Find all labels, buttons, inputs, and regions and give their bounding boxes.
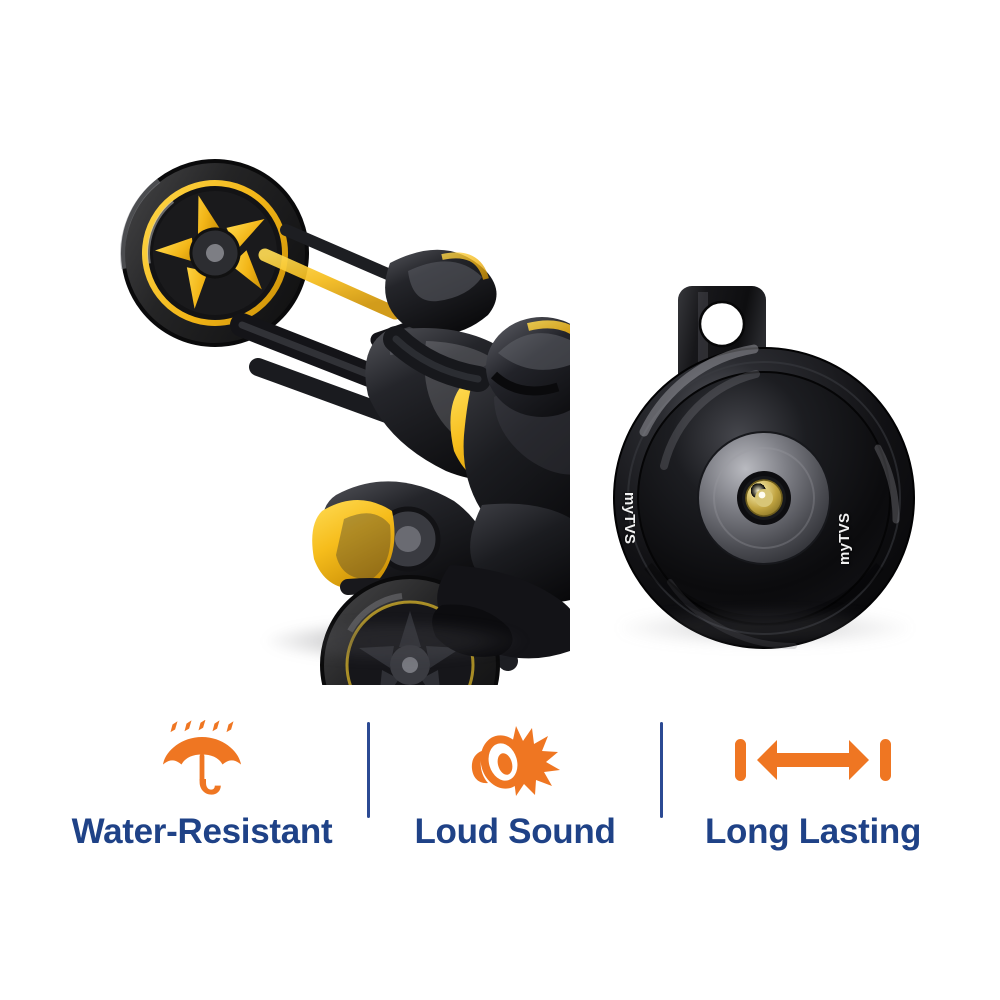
horn-ground-shadow [620, 610, 910, 646]
double-arrow-span-icon [733, 714, 893, 806]
feature-divider-1 [367, 722, 370, 818]
motorcycle-ground-shadow [265, 620, 525, 662]
feature-label-water-resistant: Water-Resistant [71, 812, 333, 851]
horn-body [613, 344, 915, 650]
feature-loud-sound: Loud Sound [370, 700, 660, 849]
horn-brand-label-left: myTVS [621, 492, 638, 545]
feature-label-long-lasting: Long Lasting [704, 812, 922, 851]
feature-water-resistant: Water-Resistant [37, 700, 367, 849]
feature-divider-2 [660, 722, 663, 818]
hero-section: myTVS myTVS [90, 135, 950, 755]
feature-label-loud-sound: Loud Sound [414, 812, 616, 851]
horn-svg [613, 286, 915, 650]
feature-long-lasting: Long Lasting [663, 700, 963, 849]
feature-strip: Water-Resistant [0, 700, 1000, 885]
horn-brand-label-right: myTVS [836, 512, 853, 565]
megaphone-burst-icon [469, 714, 561, 806]
motorcycle-image [90, 135, 631, 755]
horn-product-image: myTVS myTVS [578, 282, 950, 682]
motorcycle-svg [120, 159, 631, 755]
umbrella-rain-icon [160, 714, 244, 806]
